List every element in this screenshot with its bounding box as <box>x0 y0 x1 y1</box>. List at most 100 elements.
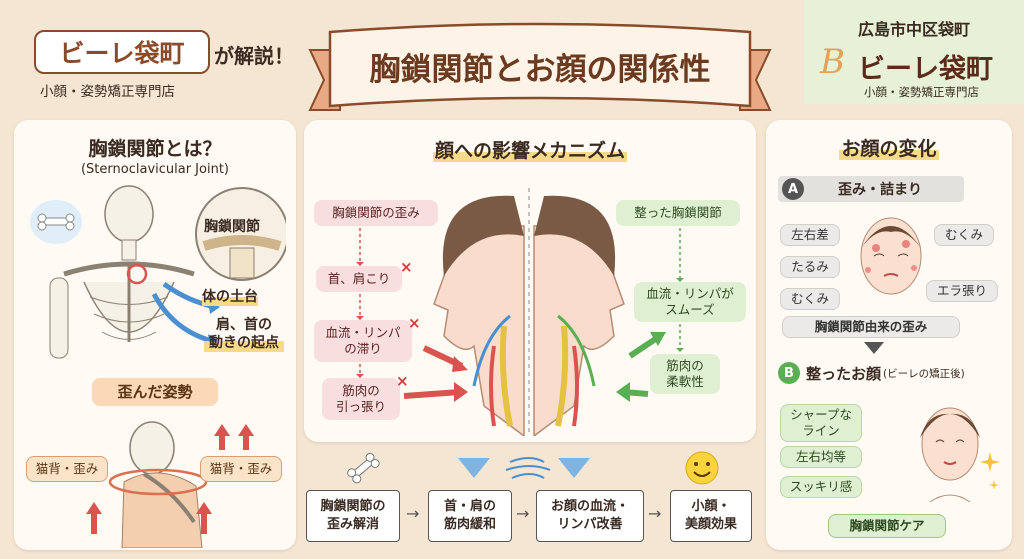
store-badge: 広島市中区袋町 B ビーレ袋町 小顔・姿勢矯正専門店 <box>804 0 1024 104</box>
brand-sub: 小顔・姿勢矯正専門店 <box>40 84 175 100</box>
neck <box>121 239 137 261</box>
right-title: お顔の変化 <box>766 134 1012 161</box>
face-before <box>860 217 922 295</box>
left-subtitle: (Sternoclavicular Joint) <box>80 162 229 177</box>
posture-title: 歪んだ姿勢 <box>92 378 218 406</box>
down-arrow-icon <box>458 458 490 478</box>
bad-step-4: 筋肉の 引っ張り <box>322 378 400 420</box>
good-step-3-text: 筋肉の 柔軟性 <box>666 358 704 389</box>
triangle-down-icon <box>864 342 884 354</box>
bone-icon <box>37 213 75 231</box>
bad-arrows <box>356 228 468 402</box>
skeleton-illustration <box>30 185 286 359</box>
brand-badge-text: ビーレ袋町 <box>59 39 185 68</box>
sparkle-icon <box>980 452 1000 490</box>
b-tag-clean: スッキリ感 <box>780 476 862 498</box>
good-step-1-text: 整った胸鎖関節 <box>634 205 722 221</box>
section-b-header: B 整ったお顔 (ビーレの矯正後) <box>778 360 1008 386</box>
store-area: 広島市中区袋町 <box>857 20 970 39</box>
face-illustration <box>433 186 625 436</box>
skull <box>104 185 154 243</box>
store-logo-mark: B <box>820 42 845 82</box>
label-base: 体の土台 <box>202 286 258 306</box>
flow-step-2: 首・肩の 筋肉緩和 <box>428 490 512 542</box>
center-title-text: 顔への影響メカニズム <box>432 140 627 162</box>
tag-swelling-1-text: むくみ <box>944 227 983 243</box>
tag-swelling-1: むくみ <box>934 224 994 246</box>
label-motion: 肩、首の 動きの起点 <box>204 316 284 353</box>
zoom-circle <box>195 187 286 281</box>
good-step-1: 整った胸鎖関節 <box>616 200 740 226</box>
b-caption: 胸鎖関節ケア <box>828 514 946 538</box>
b-tag-sharp: シャープな ライン <box>780 404 862 442</box>
red-up-arrows <box>86 424 254 534</box>
section-b-label: 整ったお顔 <box>806 364 882 383</box>
flow-step-1: 胸鎖関節の 歪み解消 <box>306 490 400 542</box>
section-b-note: (ビーレの矯正後) <box>883 367 965 380</box>
section-a-badge: A <box>782 178 804 200</box>
tag-asymmetry-text: 左右差 <box>791 227 829 243</box>
flow-step-4-text: 小顔・ 美顔効果 <box>684 499 737 532</box>
flow-step-3: お顔の血流・ リンパ改善 <box>536 490 644 542</box>
zoom-bone <box>202 235 282 251</box>
tag-sagging-text: たるみ <box>791 259 829 275</box>
section-a-label: 歪み・詰まり <box>838 182 922 198</box>
wind-icon <box>505 457 551 479</box>
bad-step-4-text: 筋肉の 引っ張り <box>335 383 386 414</box>
b-tag-symmetry-text: 左右均等 <box>795 449 846 465</box>
posture-illustration <box>108 421 208 548</box>
flow-step-4: 小顔・ 美顔効果 <box>670 490 752 542</box>
flow-arrow-3: → <box>648 504 662 523</box>
left-title: 胸鎖関節とは？ <box>14 134 296 161</box>
good-step-2-text: 血流・リンパが スムーズ <box>646 286 734 317</box>
right-panel: お顔の変化 A 歪み・詰まり 左右差 むくみ たるみ むくみ エラ張り 胸鎖関節… <box>766 120 1012 550</box>
posture-left-tag: 猫背・歪み <box>26 456 108 482</box>
posture-right-text: 猫背・歪み <box>209 461 273 477</box>
bad-step-1-text: 胸鎖関節の歪み <box>332 205 420 221</box>
joint-highlight <box>126 263 148 285</box>
bad-step-2-text: 首、肩こり <box>327 271 391 287</box>
brand-badge: ビーレ袋町 <box>34 30 210 74</box>
b-tag-clean-text: スッキリ感 <box>789 479 853 495</box>
posture-left-text: 猫背・歪み <box>35 461 99 477</box>
b-tag-symmetry: 左右均等 <box>780 446 862 468</box>
left-panel: 胸鎖関節とは？ (Sternoclavicular Joint) 胸鎖関節 体の… <box>14 120 296 550</box>
store-sub: 小顔・姿勢矯正専門店 <box>864 85 979 99</box>
flow-step-1-text: 胸鎖関節の 歪み解消 <box>320 499 386 532</box>
flow-arrow-2: → <box>516 504 530 523</box>
good-step-3: 筋肉の 柔軟性 <box>650 354 720 394</box>
flow-arrow-1: → <box>406 504 420 523</box>
posture-title-text: 歪んだ姿勢 <box>117 382 193 401</box>
zoom-sternum <box>229 247 255 279</box>
center-panel: 顔への影響メカニズム 胸鎖関節の歪み 首、肩こり × 血流・リンパ の滞り × … <box>304 120 756 442</box>
tag-asymmetry: 左右差 <box>780 224 840 246</box>
b-tag-sharp-text: シャープな ライン <box>790 407 852 438</box>
flow-step-3-text: お顔の血流・ リンパ改善 <box>550 499 629 532</box>
x-mark-2: × <box>408 314 421 332</box>
a-caption: 胸鎖関節由来の歪み <box>782 316 960 338</box>
ribbon-shape <box>308 22 772 111</box>
title-ribbon: 胸鎖関節とお顔の関係性 <box>300 10 780 120</box>
brand-suffix: が解説！ <box>214 44 294 68</box>
good-step-2: 血流・リンパが スムーズ <box>634 282 746 322</box>
left-title-text: 胸鎖関節とは？ <box>88 138 222 160</box>
face-after <box>920 407 1000 503</box>
tag-swelling-2-text: むくみ <box>790 291 829 307</box>
bone-icon <box>347 452 380 484</box>
flow-icons <box>347 451 719 485</box>
section-a-bar: A 歪み・詰まり <box>778 176 964 202</box>
tag-jaw-text: エラ張り <box>936 283 987 299</box>
store-name: ビーレ袋町 <box>858 54 993 85</box>
tag-sagging: たるみ <box>780 256 840 278</box>
bad-step-1: 胸鎖関節の歪み <box>314 200 438 226</box>
bad-step-3: 血流・リンパ の滞り <box>314 320 412 362</box>
main-title: 胸鎖関節とお顔の関係性 <box>369 52 711 88</box>
section-b-badge: B <box>778 362 800 384</box>
right-title-text: お顔の変化 <box>839 138 939 160</box>
x-mark-1: × <box>400 258 413 276</box>
posture-right-tag: 猫背・歪み <box>200 456 282 482</box>
down-arrow-icon-2 <box>558 458 590 478</box>
good-arrows <box>616 228 684 402</box>
bad-step-3-text: 血流・リンパ の滞り <box>325 325 401 356</box>
tag-jaw: エラ張り <box>926 280 998 302</box>
